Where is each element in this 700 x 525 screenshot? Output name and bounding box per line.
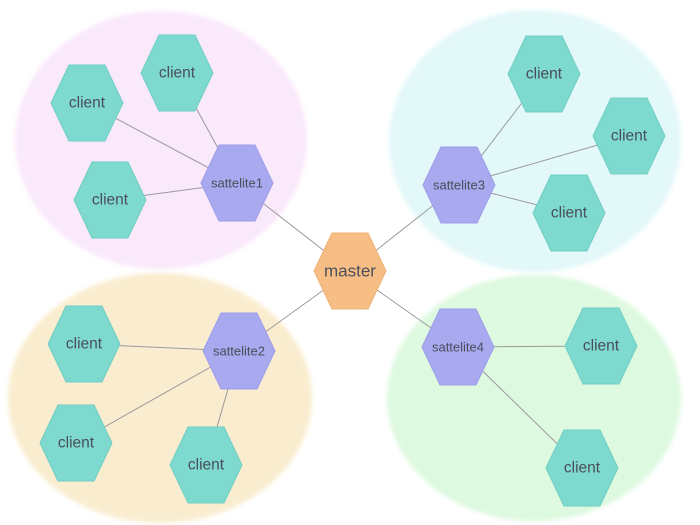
node-label-sattelite1: sattelite1 xyxy=(211,176,263,191)
node-hexagon-client-2c[interactable] xyxy=(169,426,243,504)
node-label-client-1c: client xyxy=(92,192,129,209)
node-hexagon-client-1c[interactable] xyxy=(73,161,147,239)
nodes-layer: master sattelite1 sattelite2 sattelite3 satt… xyxy=(39,34,666,507)
node-hexagon-client-1b[interactable] xyxy=(50,64,124,142)
node-label-client-3a: client xyxy=(526,66,563,83)
node-label-master: master xyxy=(324,262,376,281)
node-hexagon-master[interactable] xyxy=(313,232,387,310)
node-hexagon-sattelite2[interactable] xyxy=(202,312,276,390)
node-hexagon-sattelite1[interactable] xyxy=(200,144,274,222)
node-hexagon-client-4a[interactable] xyxy=(564,307,638,385)
node-label-sattelite2: sattelite2 xyxy=(213,344,265,359)
node-label-client-1a: client xyxy=(159,65,196,82)
cluster-ellipse-cluster-2 xyxy=(8,273,312,523)
node-hexagon-sattelite4[interactable] xyxy=(421,308,495,386)
cluster-ellipse-cluster-4 xyxy=(387,275,681,521)
node-label-client-4b: client xyxy=(564,460,601,477)
node-hexagon-client-2a[interactable] xyxy=(47,305,121,383)
node-hexagon-client-4b[interactable] xyxy=(545,429,619,507)
node-label-client-4a: client xyxy=(583,338,620,355)
node-hexagon-client-2b[interactable] xyxy=(39,404,113,482)
node-label-sattelite3: sattelite3 xyxy=(433,178,485,193)
node-hexagon-client-3b[interactable] xyxy=(592,97,666,175)
node-hexagon-client-3a[interactable] xyxy=(507,35,581,113)
node-label-client-3c: client xyxy=(551,205,588,222)
node-label-sattelite4: sattelite4 xyxy=(432,340,484,355)
node-hexagon-sattelite3[interactable] xyxy=(422,146,496,224)
node-label-client-2b: client xyxy=(58,435,95,452)
node-hexagon-client-3c[interactable] xyxy=(532,174,606,252)
node-label-client-3b: client xyxy=(611,128,648,145)
node-label-client-2a: client xyxy=(66,336,103,353)
node-label-client-2c: client xyxy=(188,457,225,474)
node-label-client-1b: client xyxy=(69,95,106,112)
node-hexagon-client-1a[interactable] xyxy=(140,34,214,112)
